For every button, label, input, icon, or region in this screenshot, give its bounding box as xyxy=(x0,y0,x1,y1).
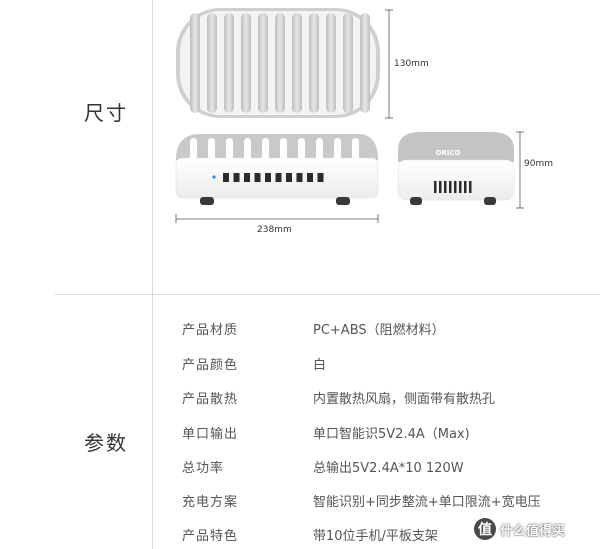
section-label-size: 尺寸 xyxy=(84,101,128,125)
horizontal-divider xyxy=(55,294,600,295)
param-value: 单口智能识5V2.4A（Max) xyxy=(313,427,470,442)
watermark-text: 什么值得买 xyxy=(500,523,566,539)
dimension-width: 238mm xyxy=(257,225,292,235)
device-side-view: ORICO xyxy=(397,132,515,205)
power-led-icon xyxy=(212,175,216,179)
param-value: 总输出5V2.4A*10 120W xyxy=(313,461,464,476)
param-name: 单口输出 xyxy=(182,427,239,442)
param-value: 带10位手机/平板支架 xyxy=(313,529,438,544)
dimension-height: 90mm xyxy=(524,159,553,169)
param-name: 总功率 xyxy=(182,461,225,476)
dimension-depth: 130mm xyxy=(394,59,429,69)
watermark: 值 什么值得买 xyxy=(474,517,565,541)
vertical-divider xyxy=(152,0,153,549)
param-value: PC+ABS（阻燃材料） xyxy=(313,323,445,338)
param-value: 智能识别+同步整流+单口限流+宽电压 xyxy=(313,495,541,510)
depth-dimension-line xyxy=(385,9,393,119)
param-name: 充电方案 xyxy=(182,495,239,510)
zhi-logo-icon: 值 xyxy=(474,518,496,540)
device-top-view xyxy=(176,8,380,118)
param-name: 产品颜色 xyxy=(182,358,239,373)
param-name: 产品特色 xyxy=(182,529,239,544)
device-drawings: ORICO xyxy=(175,8,524,223)
width-dimension-line xyxy=(175,214,379,223)
height-dimension-line xyxy=(516,131,524,209)
section-label-params: 参数 xyxy=(84,431,128,455)
param-value: 内置散热风扇，侧面带有散热孔 xyxy=(313,392,496,407)
param-value: 白 xyxy=(313,358,327,373)
device-front-view xyxy=(175,134,379,205)
brand-logo: ORICO xyxy=(435,149,460,157)
param-name: 产品散热 xyxy=(182,392,239,407)
param-name: 产品材质 xyxy=(182,323,239,338)
